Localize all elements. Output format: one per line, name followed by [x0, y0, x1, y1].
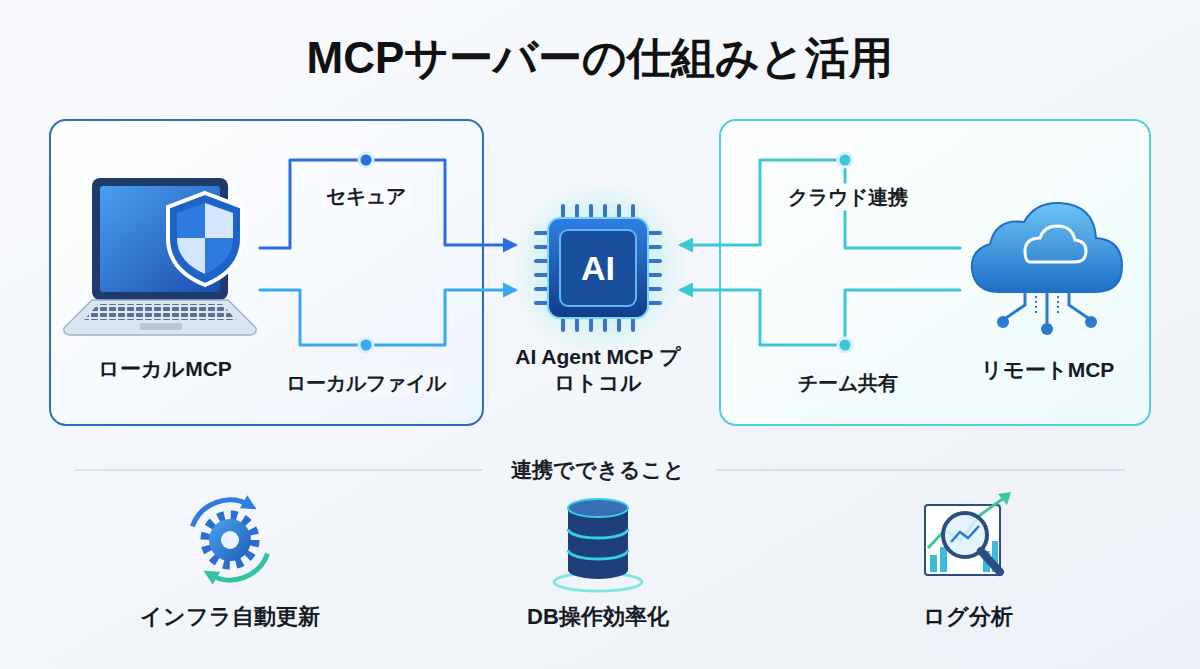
connector-arrow [260, 160, 515, 248]
connector-label: ローカルファイル [280, 370, 452, 397]
connector-dot [838, 153, 852, 167]
gear-hole [221, 531, 239, 549]
section-heading: 連携でできること [501, 457, 695, 483]
local-mcp-node: ローカルMCP [70, 170, 260, 390]
shield-outline [168, 193, 242, 285]
diagram-title: MCPサーバーの仕組みと活用 [0, 32, 1200, 85]
trend-arrow [998, 492, 1011, 505]
connector-dot [838, 338, 852, 352]
cycle-arrow [192, 500, 250, 526]
cloud-terminal [997, 316, 1009, 328]
laptop-base [64, 300, 256, 335]
node-caption: AI Agent MCP プロトコル [515, 344, 681, 397]
laptop-touchpad [140, 323, 182, 330]
use-case-node: ログ分析 [858, 495, 1078, 635]
connector-label: セキュア [320, 183, 412, 210]
divider-line [716, 469, 1125, 471]
chart-bar [930, 555, 937, 572]
ai-chip-icon [510, 180, 686, 356]
gear-icon [192, 500, 267, 580]
remote-mcp-node: リモートMCP [960, 175, 1135, 390]
connector-arrow [681, 290, 960, 345]
shield-quarter [205, 203, 233, 238]
connector-label: クラウド連携 [782, 184, 914, 211]
connector-group [260, 160, 960, 345]
node-label: ログ分析 [858, 603, 1078, 631]
connector-arrow [260, 290, 515, 345]
shield-face [177, 203, 233, 274]
use-case-node: インフラ自動更新 [120, 495, 340, 635]
node-label: インフラ自動更新 [120, 603, 340, 631]
database-icon [554, 499, 642, 591]
db-rings [568, 529, 628, 559]
laptop-icon [64, 178, 256, 335]
use-case-node: DB操作効率化 [488, 495, 708, 635]
cloud-shape [972, 203, 1122, 292]
cloud-wires [1006, 292, 1088, 323]
log-analysis-icon [925, 492, 1011, 575]
cloud-inner [1025, 226, 1086, 262]
cloud-wires [1036, 296, 1058, 316]
node-label: DB操作効率化 [488, 603, 708, 631]
ai-agent-node: AI AI Agent MCP プロトコル [515, 218, 681, 408]
magnifier-handle [981, 551, 1000, 572]
local-panel [50, 120, 483, 425]
chart-bar [940, 547, 947, 572]
db-body [568, 508, 628, 579]
node-label: AI [515, 247, 681, 290]
remote-panel [720, 120, 1150, 425]
node-label: リモートMCP [960, 357, 1135, 383]
magnifier-graph [951, 526, 979, 542]
divider-line [75, 469, 482, 471]
connector-arrow [681, 160, 960, 248]
chip-glow [510, 180, 686, 356]
gear-body [209, 519, 251, 561]
connector-dot [359, 153, 373, 167]
cycle-arrow [210, 554, 268, 580]
connector-label: チーム共有 [792, 370, 904, 397]
cloud-terminal [1041, 323, 1053, 335]
shield-quarter [177, 238, 205, 274]
connector-dot [359, 338, 373, 352]
cloud-terminal [1085, 316, 1097, 328]
node-label: ローカルMCP [70, 356, 260, 382]
connector-dot-group [359, 153, 852, 352]
gear-teeth [206, 516, 254, 564]
db-top [568, 499, 628, 517]
cloud-icon [972, 203, 1122, 335]
laptop-keyboard [84, 304, 236, 320]
